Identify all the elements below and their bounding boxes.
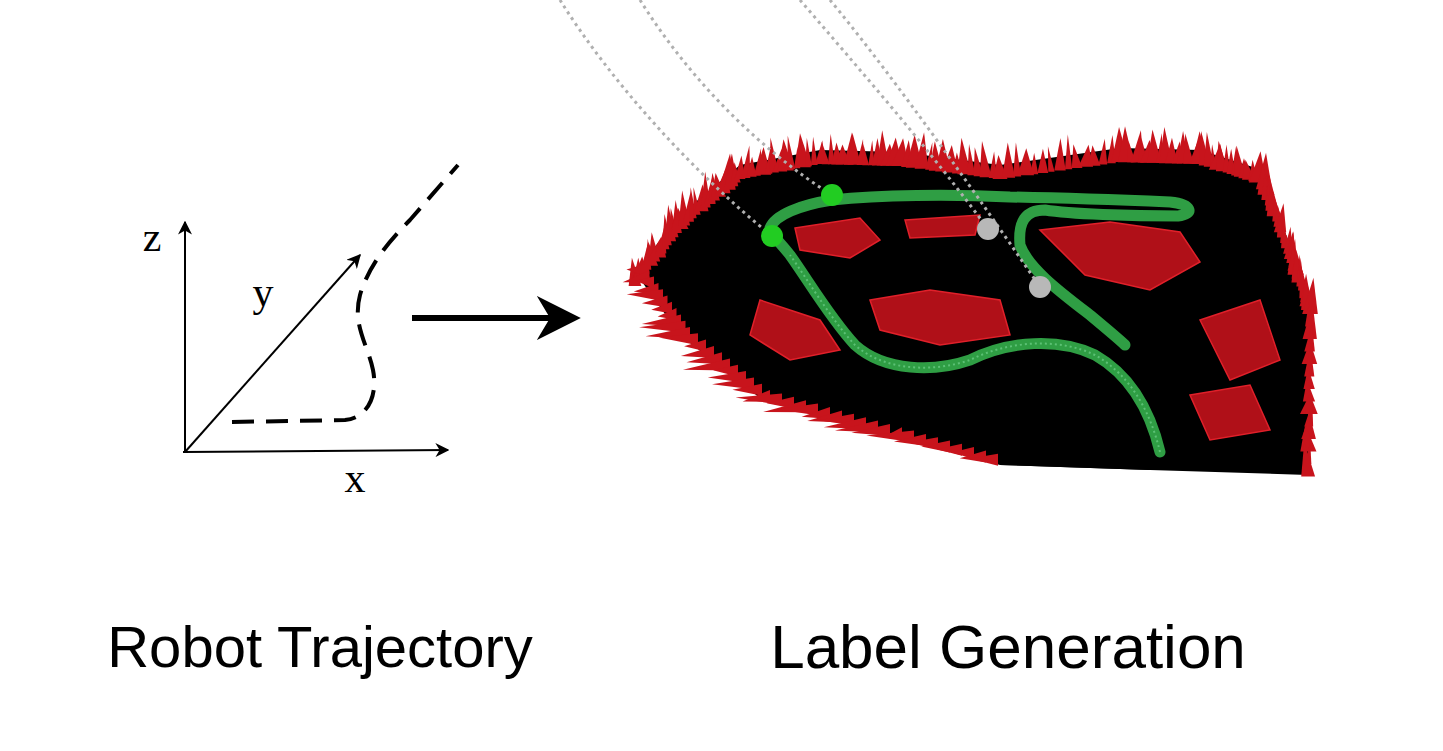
panel-caption: Robot Trajectory xyxy=(107,618,533,676)
axis-label: y xyxy=(253,271,274,313)
axis-label: z xyxy=(143,216,162,258)
map-illustration xyxy=(623,126,1318,476)
sample-points xyxy=(761,184,1051,298)
axis-label: x xyxy=(345,457,366,499)
projection-lines xyxy=(560,0,1040,287)
axes xyxy=(183,222,448,452)
robot-path xyxy=(770,195,1189,452)
panel-caption: Label Generation xyxy=(770,616,1246,678)
flow-arrow xyxy=(412,315,572,321)
trajectory-curve xyxy=(232,165,458,422)
